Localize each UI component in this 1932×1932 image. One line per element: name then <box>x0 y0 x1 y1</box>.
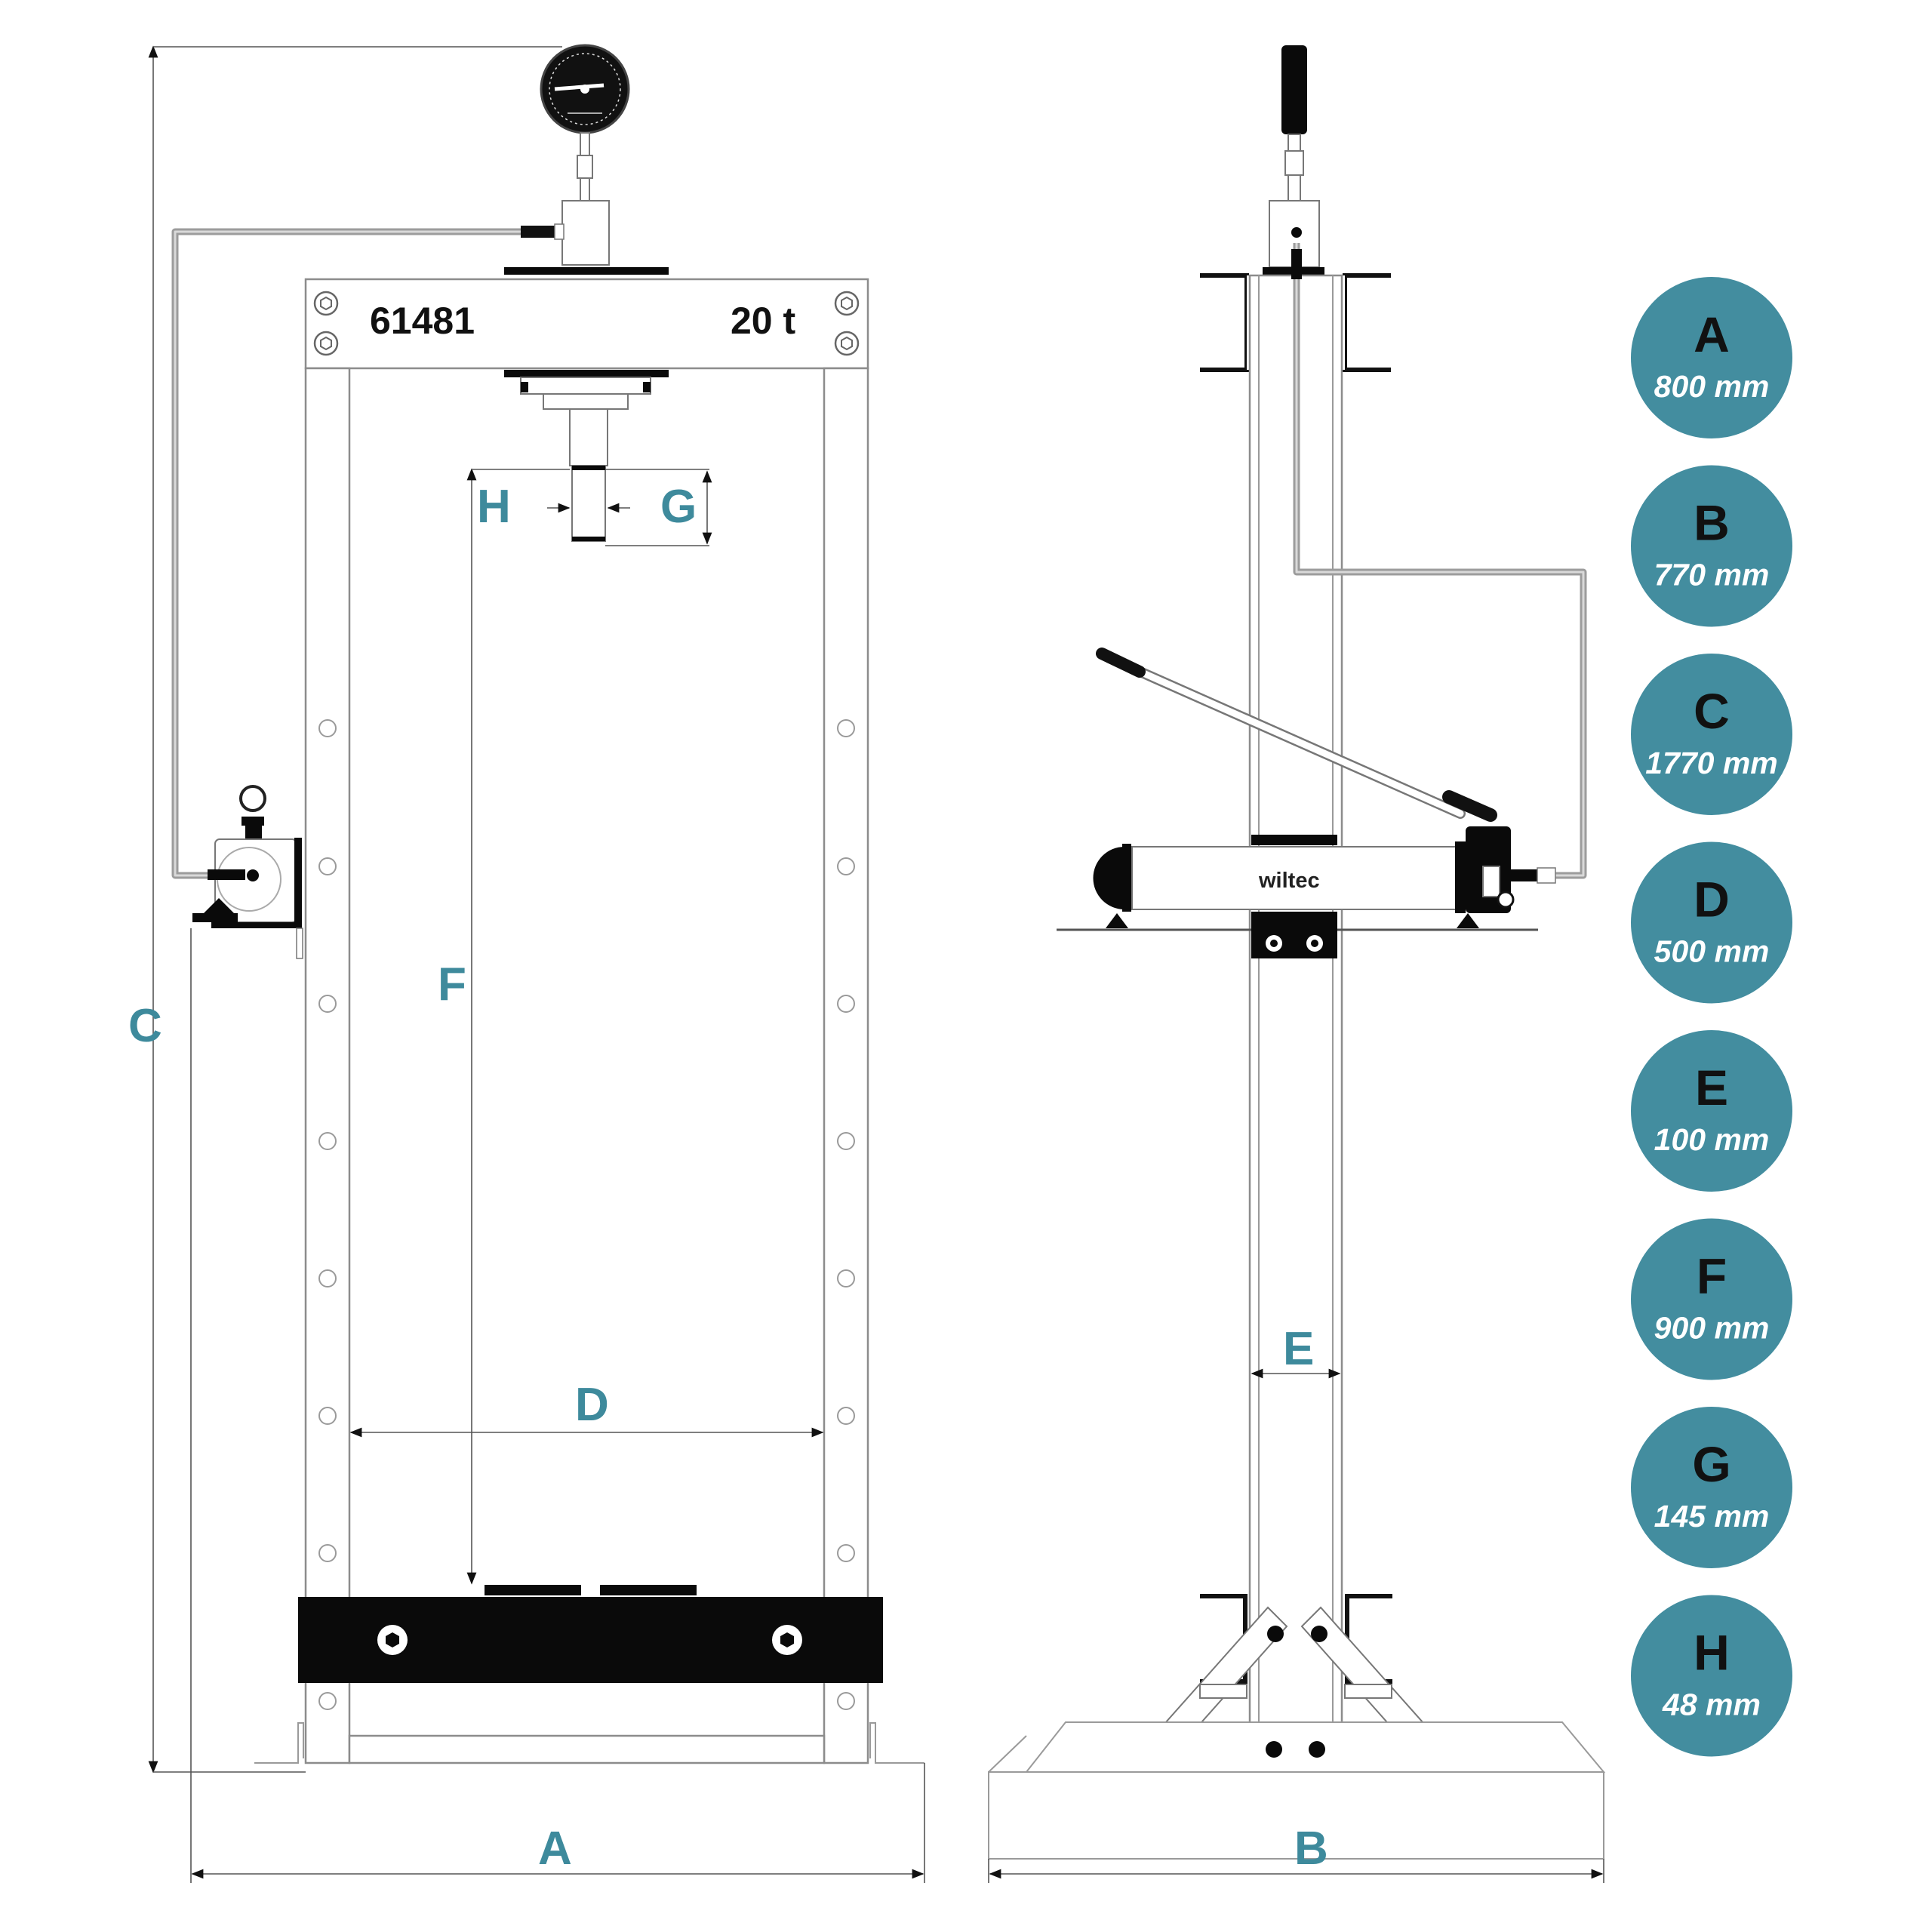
top-beam-bolts <box>313 291 860 356</box>
badge-circle <box>1631 841 1792 1004</box>
capacity-label: 20 t <box>731 300 796 342</box>
dim-label-g: G <box>660 481 697 533</box>
dimension-badge-a: A 800 mm <box>1631 277 1792 438</box>
dimension-badge-e: E 100 mm <box>1631 1030 1792 1192</box>
press-bed <box>298 1585 883 1710</box>
hand-pump-front <box>192 785 303 959</box>
badge-value: 48 mm <box>1662 1687 1761 1722</box>
badge-value: 145 mm <box>1654 1499 1770 1534</box>
dimension-badge-g: G 145 mm <box>1631 1407 1792 1568</box>
hand-pump-side: wiltec <box>1057 826 1556 958</box>
brand-label: wiltec <box>1258 869 1320 893</box>
right-post <box>823 367 869 1764</box>
badge-letter: D <box>1694 872 1730 928</box>
badge-value: 900 mm <box>1654 1311 1770 1346</box>
dimension-badge-c: C 1770 mm <box>1631 654 1792 815</box>
side-view: wiltec <box>988 45 1606 1883</box>
dimension-legend: A 800 mm B 770 mm C 1770 mm D 500 mm E 100 mm F 900… <box>1631 277 1792 1757</box>
dim-label-b: B <box>1294 1823 1328 1875</box>
badge-circle <box>1631 1595 1792 1757</box>
dimension-badge-h: H 48 mm <box>1631 1595 1792 1757</box>
dim-label-c: C <box>128 1000 162 1052</box>
badge-letter: G <box>1692 1436 1730 1492</box>
press-feet <box>254 1722 924 1764</box>
pressure-gauge-icon <box>540 44 630 266</box>
dim-label-e: E <box>1283 1323 1314 1375</box>
post-holes <box>318 719 855 1562</box>
model-number: 61481 <box>370 300 475 342</box>
badge-value: 500 mm <box>1654 934 1770 969</box>
left-post <box>304 367 351 1764</box>
side-base <box>988 1721 1606 1860</box>
hydraulic-hose-front <box>171 223 565 879</box>
dimension-lines-front <box>148 45 925 1883</box>
pump-lever <box>1096 648 1497 822</box>
dimension-lines-side <box>988 1368 1604 1883</box>
dim-label-f: F <box>438 958 466 1011</box>
badge-letter: A <box>1694 306 1730 362</box>
top-beam <box>304 278 869 370</box>
front-view: 61481 20 t <box>128 44 925 1883</box>
badge-letter: B <box>1694 495 1730 551</box>
badge-value: 800 mm <box>1654 369 1770 404</box>
dimension-badge-b: B 770 mm <box>1631 465 1792 627</box>
badge-circle <box>1631 654 1792 815</box>
dim-label-h: H <box>477 481 511 533</box>
badge-circle <box>1631 465 1792 627</box>
badge-value: 770 mm <box>1654 558 1770 592</box>
badge-value: 100 mm <box>1654 1122 1770 1157</box>
badge-circle <box>1631 1218 1792 1380</box>
badge-circle <box>1631 1407 1792 1568</box>
top-plate <box>504 267 669 275</box>
side-top-assembly <box>1263 45 1324 275</box>
badge-value: 1770 mm <box>1645 746 1778 780</box>
badge-circle <box>1631 277 1792 438</box>
hydraulic-hose-side <box>1291 243 1587 879</box>
hydraulic-cylinder <box>504 370 669 542</box>
badge-letter: H <box>1694 1625 1730 1681</box>
dim-label-d: D <box>575 1379 609 1431</box>
badge-letter: C <box>1694 683 1730 739</box>
dimension-badge-f: F 900 mm <box>1631 1218 1792 1380</box>
badge-letter: E <box>1695 1060 1728 1115</box>
dimension-badge-d: D 500 mm <box>1631 841 1792 1004</box>
badge-letter: F <box>1697 1248 1727 1304</box>
badge-circle <box>1631 1030 1792 1192</box>
dim-label-a: A <box>538 1823 572 1875</box>
